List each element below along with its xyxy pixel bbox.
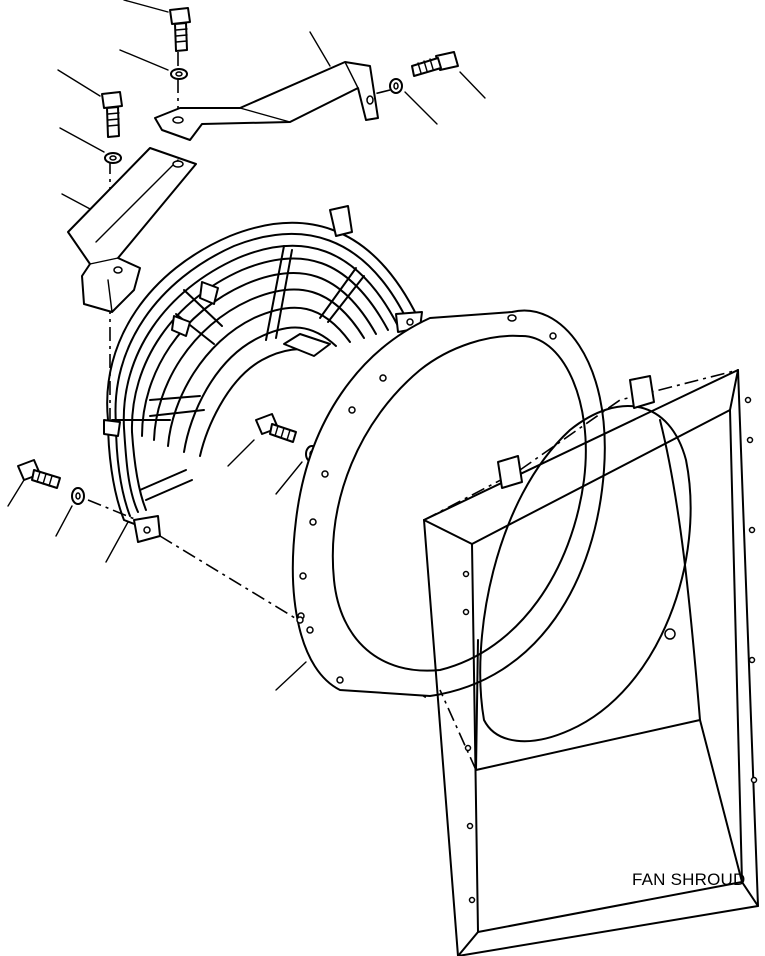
bolt-right xyxy=(411,51,459,77)
adapter-ring xyxy=(291,309,606,697)
bolt-lower-left xyxy=(17,459,61,489)
left-bracket xyxy=(67,147,197,313)
fan-shroud xyxy=(423,369,759,956)
bolt-middle xyxy=(255,413,297,443)
fan-guard xyxy=(103,205,423,543)
leader-lines xyxy=(7,0,486,691)
diagram-caption: FAN SHROUD xyxy=(632,870,746,889)
bolt-left xyxy=(101,91,123,138)
upper-bracket xyxy=(154,61,379,141)
bolt-top xyxy=(169,7,191,52)
